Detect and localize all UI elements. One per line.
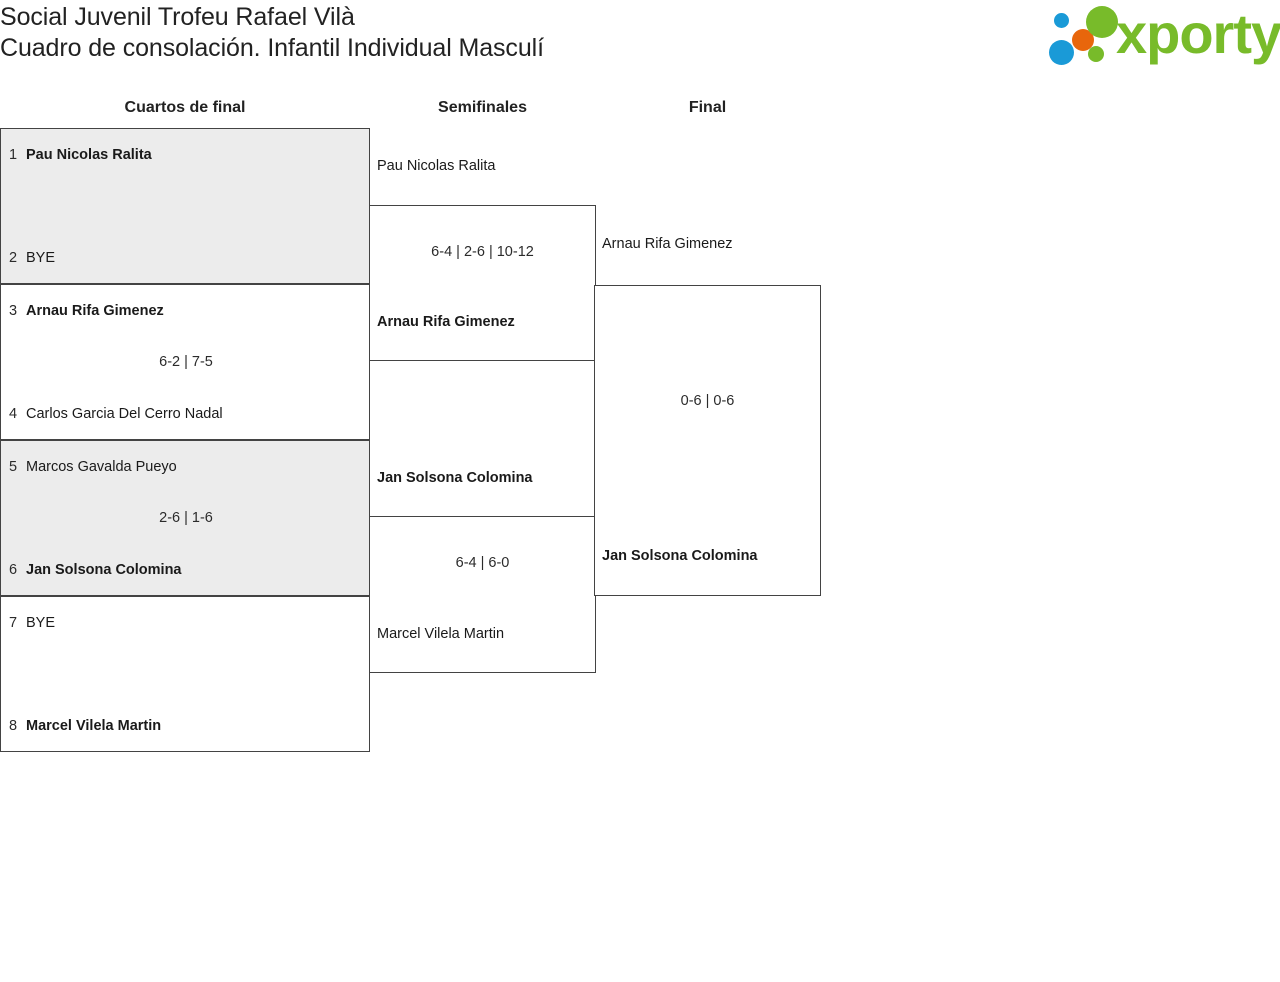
match-box-semifinal-2[interactable]: 6-4 | 6-0 — [369, 516, 596, 673]
logo-dot-blue-large-icon — [1049, 40, 1074, 65]
player-row[interactable]: 5 Marcos Gavalda Pueyo — [9, 457, 177, 477]
column-header-final: Final — [688, 99, 727, 116]
player-name[interactable]: Pau Nicolas Ralita — [377, 158, 496, 174]
match-score: 0-6 | 0-6 — [680, 393, 735, 409]
tournament-name: Social Juvenil Trofeu Rafael Vilà — [0, 3, 355, 31]
player-name[interactable]: Marcel Vilela Martin — [377, 626, 505, 642]
player-row[interactable]: 4 Carlos Garcia Del Cerro Nadal — [9, 404, 223, 424]
match-score: 2-6 | 1-6 — [159, 510, 213, 526]
player-name[interactable]: Jan Solsona Colomina — [377, 470, 533, 486]
logo-dot-green-small-icon — [1088, 46, 1104, 62]
player-name[interactable]: Jan Solsona Colomina — [602, 548, 758, 564]
seed-number: 4 — [9, 406, 18, 422]
page-header: Social Juvenil Trofeu Rafael Vilà Cuadro… — [0, 0, 1280, 78]
seed-number: 3 — [9, 303, 18, 319]
logo-dot-orange-icon — [1072, 29, 1094, 51]
match-box-semifinal-1[interactable]: 6-4 | 2-6 | 10-12 — [369, 205, 596, 361]
player-name: BYE — [26, 615, 56, 631]
player-row[interactable]: 6 Jan Solsona Colomina — [9, 560, 182, 580]
seed-number: 2 — [9, 250, 18, 266]
page-title: Social Juvenil Trofeu Rafael Vilà Cuadro… — [0, 2, 544, 64]
logo-dot-green-large-icon — [1086, 6, 1118, 38]
seed-number: 8 — [9, 718, 18, 734]
player-name: Pau Nicolas Ralita — [26, 147, 152, 163]
match-score: 6-4 | 6-0 — [455, 555, 510, 571]
player-row[interactable]: 7 BYE — [9, 613, 55, 633]
match-box-quarterfinal-4[interactable]: 7 BYE 8 Marcel Vilela Martin — [0, 596, 370, 752]
match-box-final[interactable]: 0-6 | 0-6 — [594, 285, 821, 596]
match-score: 6-2 | 7-5 — [159, 354, 213, 370]
seed-number: 5 — [9, 459, 18, 475]
logo-dots-icon — [1048, 4, 1120, 66]
column-header-semifinals: Semifinales — [438, 99, 527, 116]
player-name[interactable]: Arnau Rifa Gimenez — [377, 314, 515, 330]
player-row[interactable]: 3 Arnau Rifa Gimenez — [9, 301, 164, 321]
player-name: BYE — [26, 250, 56, 266]
match-score: 6-4 | 2-6 | 10-12 — [431, 244, 534, 260]
match-box-quarterfinal-2[interactable]: 3 Arnau Rifa Gimenez 6-2 | 7-5 4 Carlos Ga… — [0, 284, 370, 440]
player-name: Marcel Vilela Martin — [26, 718, 162, 734]
player-row[interactable]: 2 BYE — [9, 248, 55, 268]
match-box-quarterfinal-1[interactable]: 1 Pau Nicolas Ralita 2 BYE — [0, 128, 370, 284]
seed-number: 6 — [9, 562, 18, 578]
match-box-quarterfinal-3[interactable]: 5 Marcos Gavalda Pueyo 2-6 | 1-6 6 Jan Sol… — [0, 440, 370, 596]
player-row[interactable]: 1 Pau Nicolas Ralita — [9, 145, 152, 165]
player-row[interactable]: 8 Marcel Vilela Martin — [9, 716, 161, 736]
player-name: Jan Solsona Colomina — [26, 562, 182, 578]
column-header-quarterfinals: Cuartos de final — [124, 99, 246, 116]
seed-number: 1 — [9, 147, 18, 163]
player-name: Carlos Garcia Del Cerro Nadal — [26, 406, 223, 422]
logo-wordmark: xporty — [1116, 2, 1280, 65]
xporty-logo[interactable]: xporty — [1048, 2, 1280, 68]
player-name[interactable]: Arnau Rifa Gimenez — [602, 236, 733, 252]
match-score — [1, 196, 371, 216]
player-name: Marcos Gavalda Pueyo — [26, 459, 177, 475]
logo-dot-blue-small-icon — [1054, 13, 1069, 28]
match-score — [1, 664, 371, 684]
draw-subtitle: Cuadro de consolación. Infantil Individu… — [0, 34, 544, 62]
seed-number: 7 — [9, 615, 18, 631]
player-name: Arnau Rifa Gimenez — [26, 303, 164, 319]
